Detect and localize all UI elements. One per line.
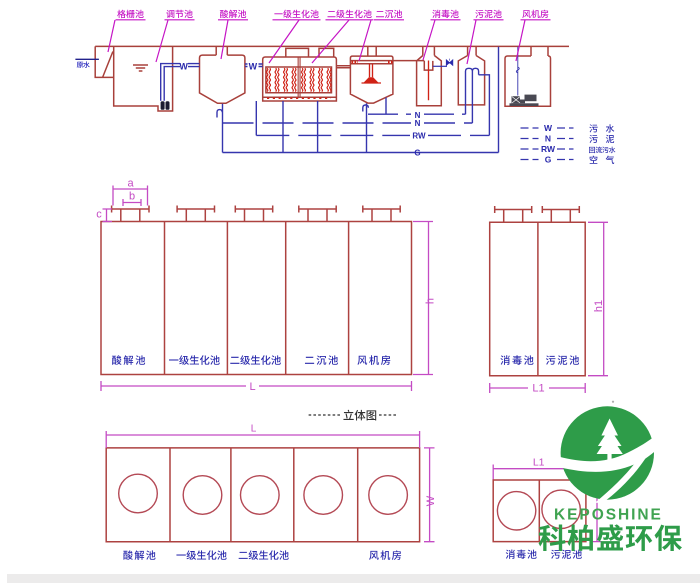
- svg-text:RW: RW: [541, 144, 556, 154]
- svg-text:RW: RW: [412, 132, 426, 141]
- svg-text:N: N: [415, 119, 421, 128]
- svg-text:a: a: [127, 178, 134, 190]
- svg-text:h1: h1: [593, 300, 605, 312]
- svg-text:N: N: [545, 134, 551, 144]
- svg-text:W: W: [249, 61, 258, 71]
- svg-text:G: G: [545, 155, 552, 165]
- svg-text:W: W: [179, 61, 188, 71]
- svg-text:c: c: [96, 209, 102, 221]
- svg-text:G: G: [414, 149, 420, 158]
- svg-text:h: h: [425, 298, 437, 304]
- svg-text:KEPOSHINE: KEPOSHINE: [554, 507, 663, 524]
- svg-text:W: W: [425, 495, 437, 506]
- svg-text:L: L: [251, 424, 257, 435]
- svg-text:N: N: [415, 111, 421, 120]
- svg-text:L: L: [249, 381, 255, 393]
- svg-text:L1: L1: [533, 457, 545, 469]
- svg-text:b: b: [129, 191, 135, 203]
- svg-text:W: W: [544, 123, 553, 133]
- svg-text:L1: L1: [532, 383, 544, 395]
